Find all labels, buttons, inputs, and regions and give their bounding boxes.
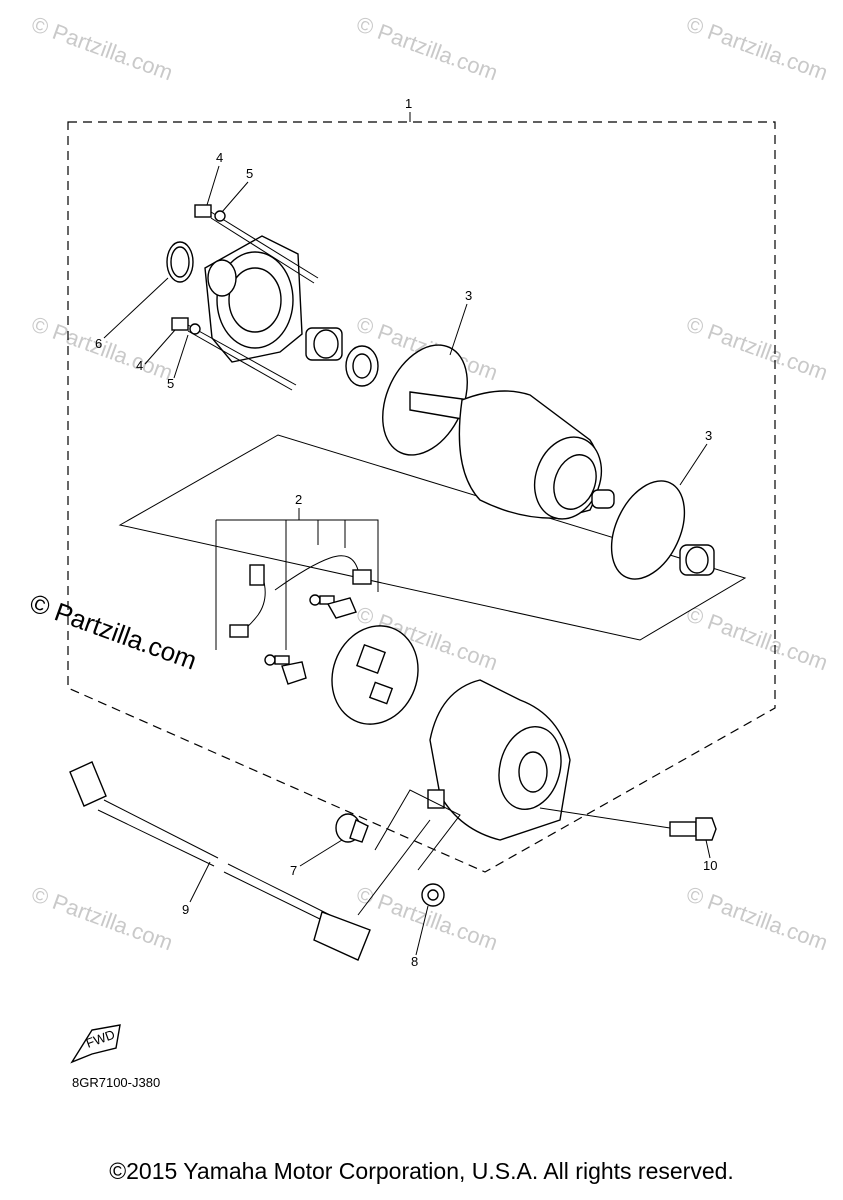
- watermark-text: © Partzilla.com: [683, 311, 831, 385]
- o-ring-6-inner: [170, 246, 190, 278]
- callout-9: 9: [182, 902, 189, 917]
- callout-4b: 4: [136, 358, 143, 373]
- needle-bearing: [305, 327, 343, 361]
- watermark-text: © Partzilla.com: [28, 11, 176, 85]
- brush-terminal: [229, 564, 372, 638]
- callout-3b: 3: [705, 428, 712, 443]
- starter-cable: [69, 761, 371, 961]
- brush-screw: [264, 594, 357, 685]
- oil-seal: [345, 345, 379, 387]
- brush-plate: [331, 625, 419, 725]
- terminal-leader: [357, 789, 461, 916]
- through-bolt-upper: [194, 204, 319, 284]
- callout-6: 6: [95, 336, 102, 351]
- fwd-arrow-icon: FWD: [70, 1024, 121, 1064]
- kit-panel: [118, 434, 747, 641]
- through-bolt-lower: [171, 317, 297, 391]
- bolt-10: [539, 807, 717, 841]
- watermark-text: © Partzilla.com: [683, 601, 831, 675]
- watermark-text: © Partzilla.com: [26, 587, 201, 675]
- front-cover: [204, 235, 303, 363]
- cap-7: [335, 813, 369, 843]
- kit-bracket: [215, 519, 379, 650]
- callouts: 1 2 3 3 4 4 5 5 6 7 8 9 10: [95, 96, 717, 969]
- watermark-text: © Partzilla.com: [353, 11, 501, 85]
- drawing-code: 8GR7100-J380: [72, 1075, 160, 1090]
- callout-1: 1: [405, 96, 412, 111]
- o-ring-3-right: [610, 480, 686, 580]
- rear-cover: [427, 679, 571, 841]
- callout-10: 10: [703, 858, 717, 873]
- callout-3a: 3: [465, 288, 472, 303]
- nut-8: [421, 883, 445, 907]
- watermark-text: © Partzilla.com: [683, 881, 831, 955]
- callout-4a: 4: [216, 150, 223, 165]
- watermark-layer: © Partzilla.com © Partzilla.com © Partzi…: [26, 11, 831, 955]
- watermark-text: © Partzilla.com: [683, 11, 831, 85]
- callout-5b: 5: [167, 376, 174, 391]
- callout-5a: 5: [246, 166, 253, 181]
- rear-bushing: [679, 544, 715, 576]
- copyright-footer: ©2015 Yamaha Motor Corporation, U.S.A. A…: [109, 1158, 734, 1184]
- callout-2: 2: [295, 492, 302, 507]
- yoke-armature: [409, 390, 615, 520]
- watermark-text: © Partzilla.com: [28, 881, 176, 955]
- callout-8: 8: [411, 954, 418, 969]
- assembly-outline: [67, 121, 776, 873]
- callout-7: 7: [290, 863, 297, 878]
